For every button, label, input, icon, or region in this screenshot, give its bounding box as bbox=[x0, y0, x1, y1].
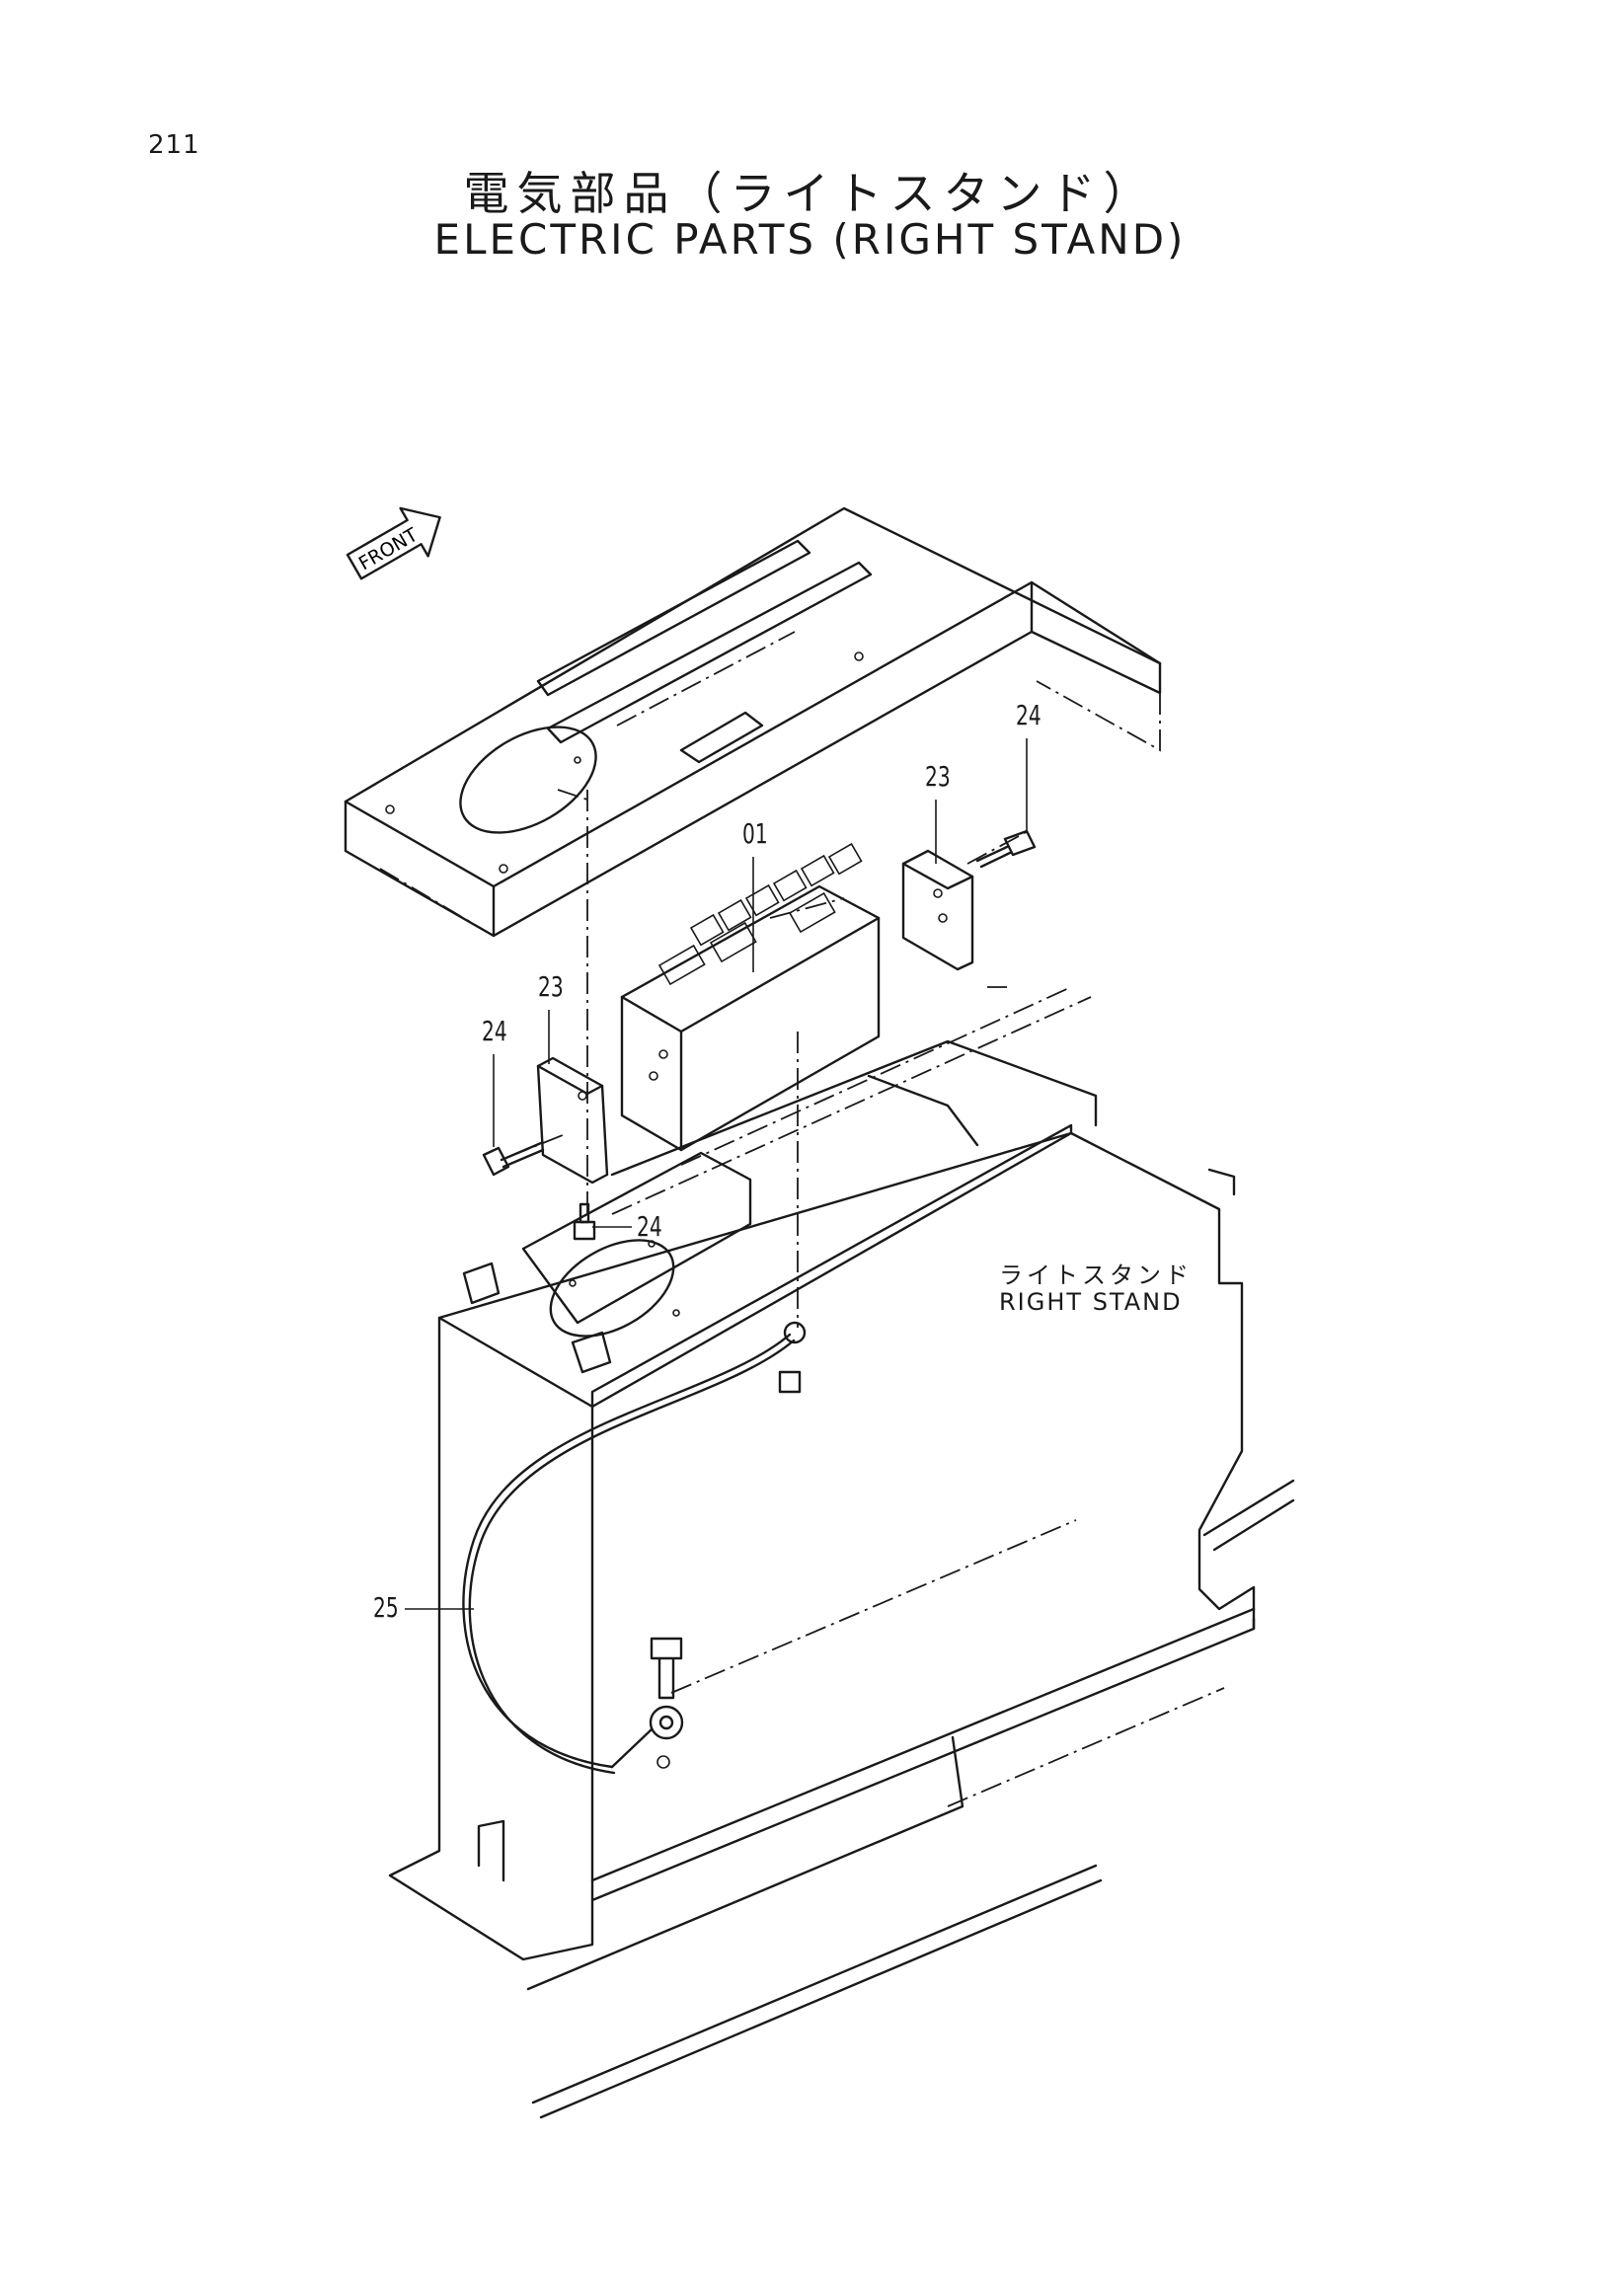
page-title-japanese: 電気部品（ライトスタンド） bbox=[463, 167, 1157, 220]
floor-plate bbox=[526, 1479, 1295, 2119]
leader-lines bbox=[405, 738, 1028, 1610]
callout-bolt-left: 24 bbox=[482, 1015, 507, 1047]
callout-bolt-right: 24 bbox=[1016, 699, 1041, 731]
right-stand-body bbox=[388, 1123, 1256, 1961]
page-number: 211 bbox=[148, 130, 200, 160]
top-cover-plate bbox=[344, 506, 1162, 938]
bolt-bottom bbox=[573, 1202, 596, 1241]
bolt-left bbox=[482, 1141, 545, 1177]
front-arrow-icon: FRONT bbox=[346, 506, 441, 580]
callout-bracket-left: 23 bbox=[538, 970, 564, 1003]
bolt-right bbox=[975, 829, 1037, 869]
cable-assembly bbox=[462, 1321, 807, 1775]
callout-cable: 25 bbox=[373, 1591, 399, 1624]
callout-bolt-bottom: 24 bbox=[637, 1210, 662, 1243]
callout-bracket-right: 23 bbox=[925, 760, 951, 793]
bracket-right bbox=[901, 849, 974, 971]
controller-unit bbox=[620, 842, 881, 1152]
stand-label-english: RIGHT STAND bbox=[999, 1288, 1183, 1316]
stand-label-japanese: ライトスタンド bbox=[999, 1262, 1193, 1289]
page-title-english: ELECTRIC PARTS (RIGHT STAND) bbox=[433, 215, 1187, 264]
bracket-left bbox=[536, 1056, 609, 1185]
assembly-lines bbox=[379, 631, 1225, 1807]
callout-controller: 01 bbox=[742, 817, 768, 850]
